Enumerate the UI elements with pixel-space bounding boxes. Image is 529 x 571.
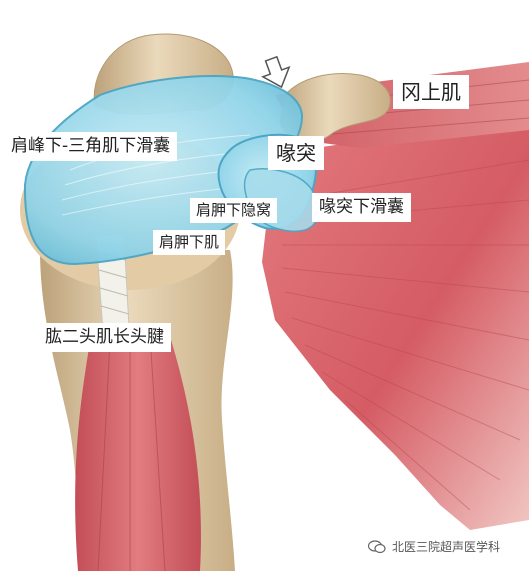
- wechat-icon: [368, 539, 386, 553]
- label-subscapular-recess: 肩胛下隐窝: [190, 198, 278, 223]
- label-coracoid: 喙突: [268, 136, 324, 170]
- watermark: 北医三院超声医学科: [368, 538, 500, 555]
- label-biceps-tendon: 肱二头肌长头腱: [38, 323, 171, 352]
- label-supraspinatus: 冈上肌: [393, 75, 469, 109]
- muscle-fibers: [281, 159, 529, 511]
- watermark-text: 北医三院超声医学科: [392, 540, 501, 554]
- biceps-muscle: [75, 330, 201, 571]
- arrow-icon: [261, 55, 291, 89]
- label-subscapularis: 肩胛下肌: [153, 230, 226, 255]
- label-subcoracoid-bursa: 喙突下滑囊: [312, 193, 411, 222]
- label-subacromial-bursa: 肩峰下-三角肌下滑囊: [4, 132, 178, 161]
